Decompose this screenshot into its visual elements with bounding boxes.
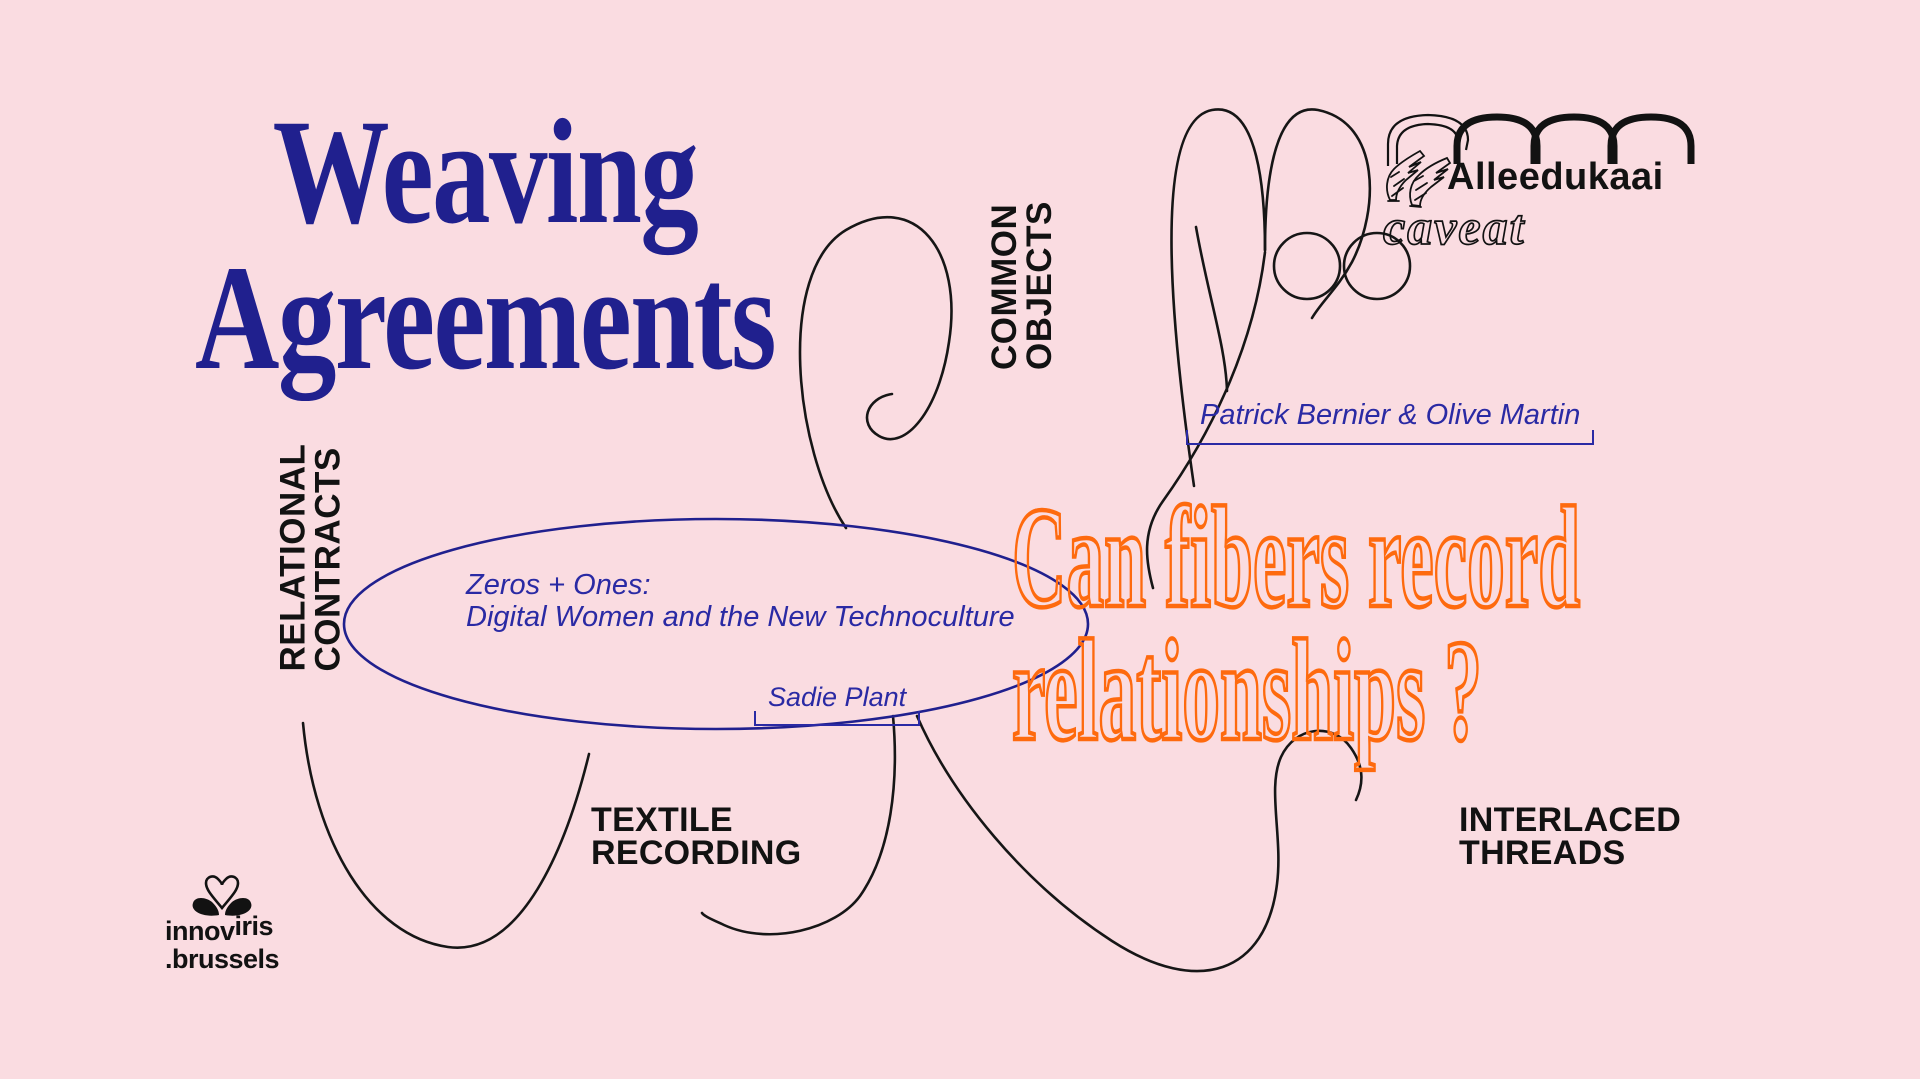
innoviris-wordmark: innoviris .brussels — [165, 912, 280, 974]
book-author-name: Sadie Plant — [768, 682, 907, 712]
artists-underline-bracket — [1186, 430, 1595, 445]
artists-names: Patrick Bernier & Olive Martin — [1200, 399, 1581, 431]
thread-curl-right — [1342, 231, 1412, 301]
innoviris-part2: iris — [234, 911, 274, 941]
headline-question: Can fibers record relationships ? — [1011, 478, 1688, 772]
book-ellipse-outline — [342, 517, 1090, 731]
innoviris-line-2: .brussels — [165, 943, 280, 974]
book-title-line-2: Digital Women and the New Technoculture — [466, 600, 1015, 633]
label-recording: RECORDING — [591, 834, 802, 873]
label-threads: THREADS — [1459, 834, 1626, 873]
question-line-1: Can fibers record — [1011, 478, 1582, 638]
label-interlaced: INTERLACED — [1459, 801, 1682, 839]
pointing-hands-icon — [1386, 149, 1452, 208]
book-title-line-1: Zeros + Ones: — [466, 569, 651, 601]
innoviris-line-1: innoviris — [165, 912, 279, 946]
thread-j-hook — [700, 714, 897, 936]
book-title: Zeros + Ones: Digital Women and the New … — [466, 569, 1015, 634]
label-interlaced-threads: INTERLACED THREADS — [1459, 801, 1682, 873]
author-underline-bracket — [754, 711, 921, 726]
title-line-2: Agreements — [194, 234, 777, 401]
artists-credit: Patrick Bernier & Olive Martin — [1186, 399, 1595, 445]
thread-swoosh — [915, 714, 1363, 973]
caveat-wordmark: caveat — [1382, 198, 1526, 256]
thread-lines — [301, 108, 1412, 973]
thread-curl-left — [1272, 231, 1342, 301]
innoviris-part1: innov — [165, 916, 235, 946]
alleedukaai-wordmark: Alleedukaai — [1447, 156, 1664, 198]
heart-flower-icon — [192, 875, 252, 916]
thread-loop-left — [1170, 108, 1267, 488]
label-textile-recording: TEXTILE RECORDING — [591, 801, 802, 873]
question-line-2: relationships ? — [1011, 611, 1483, 772]
page-title: Weaving Agreements — [157, 89, 812, 401]
label-textile: TEXTILE — [591, 801, 733, 839]
thread-valley-descender — [1145, 250, 1267, 590]
thread-loop-right — [1263, 108, 1372, 320]
thread-pointer-artists — [1194, 225, 1229, 393]
thread-u-left — [301, 721, 591, 949]
book-author-credit: Sadie Plant — [754, 682, 921, 726]
arches-icon — [1386, 113, 1695, 166]
title-line-1: Weaving — [272, 89, 699, 255]
thread-hook-common-objects — [798, 216, 953, 530]
